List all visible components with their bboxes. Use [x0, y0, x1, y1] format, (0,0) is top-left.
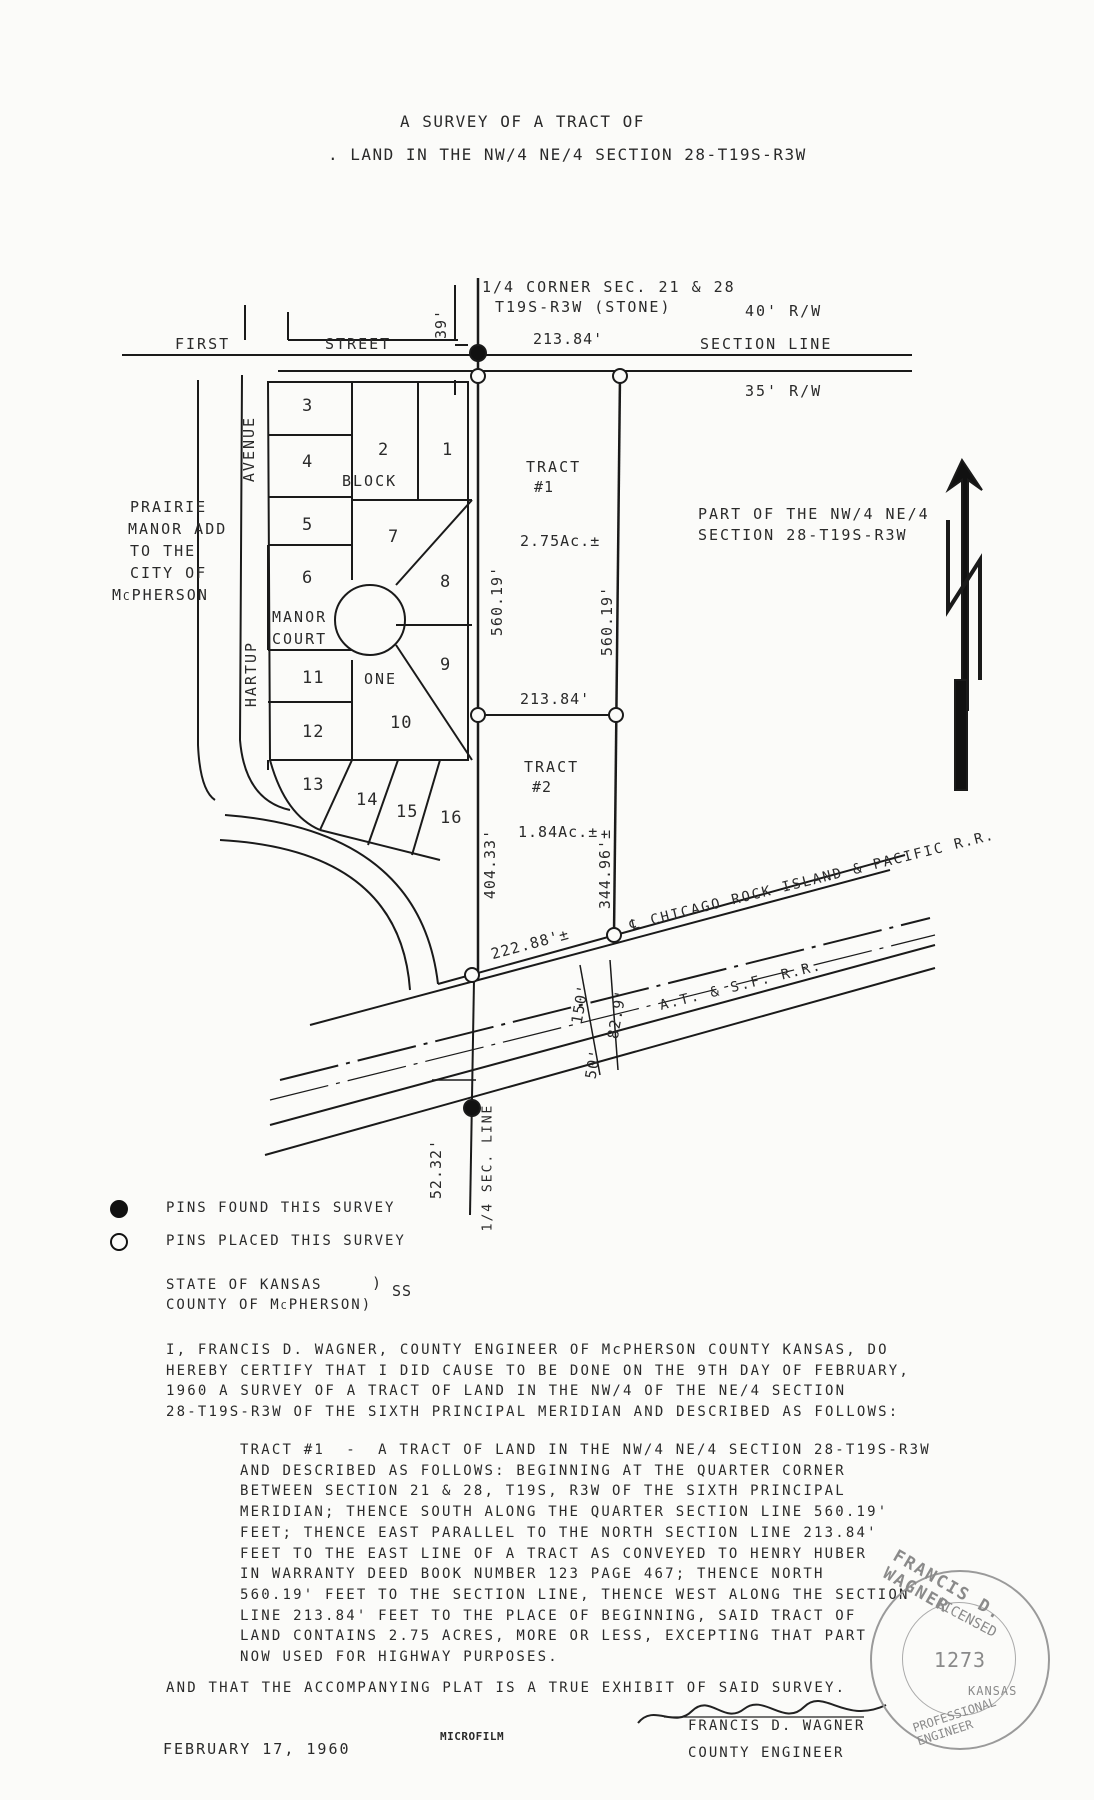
legend-placed-text: PINS PLACED THIS SURVEY [166, 1233, 406, 1249]
dim-39: 39' [432, 308, 451, 340]
street-label: STREET [325, 335, 392, 353]
cert-line-2: HEREBY CERTIFY THAT I DID CAUSE TO BE DO… [166, 1362, 911, 1379]
lot-3: 3 [302, 396, 314, 416]
lot-13: 13 [302, 775, 325, 795]
signer-title: COUNTY ENGINEER [688, 1745, 845, 1761]
legend-found-text: PINS FOUND THIS SURVEY [166, 1200, 396, 1216]
court-label: COURT [272, 630, 328, 648]
dim-mid: 213.84' [520, 690, 591, 708]
tract2-name: TRACT [524, 758, 580, 776]
row-35-label: 35' R/W [745, 382, 823, 400]
prairie-line-3: TO THE [130, 542, 197, 560]
lot-14: 14 [356, 790, 379, 810]
lot-11: 11 [302, 668, 325, 688]
lot-12: 12 [302, 722, 325, 742]
pin-found-quarter-corner [469, 344, 487, 362]
dim-east-t1: 560.19' [598, 585, 617, 657]
quarter-sec-line-label: 1/4 SEC. LINE [480, 1103, 496, 1232]
signer-name: FRANCIS D. WAGNER [688, 1718, 866, 1734]
closing-line: AND THAT THE ACCOMPANYING PLAT IS A TRUE… [166, 1680, 847, 1696]
lot-15: 15 [396, 802, 419, 822]
venue-paren: ) [372, 1274, 383, 1292]
dim-west-t2: 404.33' [481, 828, 500, 900]
signature-scribble-icon [637, 1700, 887, 1724]
date: FEBRUARY 17, 1960 [163, 1740, 351, 1758]
lot-8: 8 [440, 572, 452, 592]
avenue-label: AVENUE [240, 415, 259, 483]
block-label: BLOCK [342, 472, 398, 490]
prairie-line-1: PRAIRIE [130, 498, 208, 516]
corner-label-2: T19S-R3W (STONE) [495, 298, 672, 316]
lot-10: 10 [390, 713, 413, 733]
lot-9: 9 [440, 655, 452, 675]
seal-state: KANSAS [968, 1684, 1018, 1698]
tract-line-2: AND DESCRIBED AS FOLLOWS: BEGINNING AT T… [240, 1462, 846, 1479]
corner-label-1: 1/4 CORNER SEC. 21 & 28 [482, 278, 736, 296]
seal-inner-ring [902, 1602, 1016, 1716]
lot-6: 6 [302, 568, 314, 588]
venue-state: STATE OF KANSAS [166, 1277, 323, 1293]
dim-east-t2: 344.96'± [596, 828, 615, 910]
venue-county: COUNTY OF McPHERSON) [166, 1297, 373, 1313]
manor-label: MANOR [272, 608, 328, 626]
one-label: ONE [364, 670, 398, 688]
section-line-label: SECTION LINE [700, 335, 833, 353]
tract-line-3: BETWEEN SECTION 21 & 28, T19S, R3W OF TH… [240, 1483, 846, 1500]
first-label: FIRST [175, 335, 231, 353]
tract-line-4: MERIDIAN; THENCE SOUTH ALONG THE QUARTER… [240, 1504, 889, 1521]
tract1-num: #1 [534, 478, 555, 496]
venue-ss: SS [392, 1282, 413, 1300]
title-line-2: . LAND IN THE NW/4 NE/4 SECTION 28-T19S-… [328, 145, 807, 164]
tract2-num: #2 [532, 778, 553, 796]
tract1-name: TRACT [526, 458, 582, 476]
row-40-label: 40' R/W [745, 302, 823, 320]
title-line-1: A SURVEY OF A TRACT OF [400, 112, 645, 131]
prairie-line-2: MANOR ADD [128, 520, 228, 538]
cert-line-1: I, FRANCIS D. WAGNER, COUNTY ENGINEER OF… [166, 1342, 889, 1358]
tract-line-5: FEET; THENCE EAST PARALLEL TO THE NORTH … [240, 1524, 878, 1541]
cert-line-3: 1960 A SURVEY OF A TRACT OF LAND IN THE … [166, 1383, 847, 1399]
part-of-line-2: SECTION 28-T19S-R3W [698, 526, 908, 544]
tract-description: TRACT #1 - A TRACT OF LAND IN THE NW/4 N… [240, 1440, 931, 1668]
lot-1: 1 [442, 440, 454, 460]
legend-found-icon [110, 1200, 128, 1218]
dim-west-t1: 560.19' [488, 565, 507, 637]
seal-number: 1273 [933, 1648, 987, 1672]
tract-line-1: TRACT #1 - A TRACT OF LAND IN THE NW/4 N… [240, 1442, 931, 1458]
manor-court-circle [334, 584, 406, 656]
tract-line-10: LAND CONTAINS 2.75 ACRES, MORE OR LESS, … [240, 1628, 868, 1645]
prairie-line-5: McPHERSON [112, 586, 209, 604]
part-of-line-1: PART OF THE NW/4 NE/4 [698, 505, 930, 523]
engineer-seal: FRANCIS D. WAGNER LICENSED 1273 KANSAS P… [870, 1546, 1050, 1750]
tract-line-11: NOW USED FOR HIGHWAY PURPOSES. [240, 1649, 559, 1666]
lot-4: 4 [302, 452, 314, 472]
prairie-line-4: CITY OF [130, 564, 208, 582]
lot-2: 2 [378, 440, 390, 460]
dim-5232: 52.32' [427, 1138, 446, 1200]
tract-line-7: IN WARRANTY DEED BOOK NUMBER 123 PAGE 46… [240, 1566, 825, 1583]
lot-5: 5 [302, 515, 314, 535]
tract-line-6: FEET TO THE EAST LINE OF A TRACT AS CONV… [240, 1545, 868, 1562]
cert-line-4: 28-T19S-R3W OF THE SIXTH PRINCIPAL MERID… [166, 1403, 900, 1420]
lot-16: 16 [440, 808, 463, 828]
tract1-area: 2.75Ac.± [520, 532, 601, 550]
hartup-label: HARTUP [242, 640, 261, 708]
lot-7: 7 [388, 527, 400, 547]
tract-line-8: 560.19' FEET TO THE SECTION LINE, THENCE… [240, 1586, 910, 1603]
tract2-area: 1.84Ac.± [518, 823, 599, 841]
pin-found-south [463, 1099, 481, 1117]
certification-paragraph: I, FRANCIS D. WAGNER, COUNTY ENGINEER OF… [166, 1340, 910, 1422]
tract-line-9: LINE 213.84' FEET TO THE PLACE OF BEGINN… [240, 1607, 857, 1624]
dim-top: 213.84' [533, 330, 604, 348]
legend-placed-icon [110, 1233, 128, 1251]
microfilm-stamp: MICROFILM [440, 1730, 505, 1743]
